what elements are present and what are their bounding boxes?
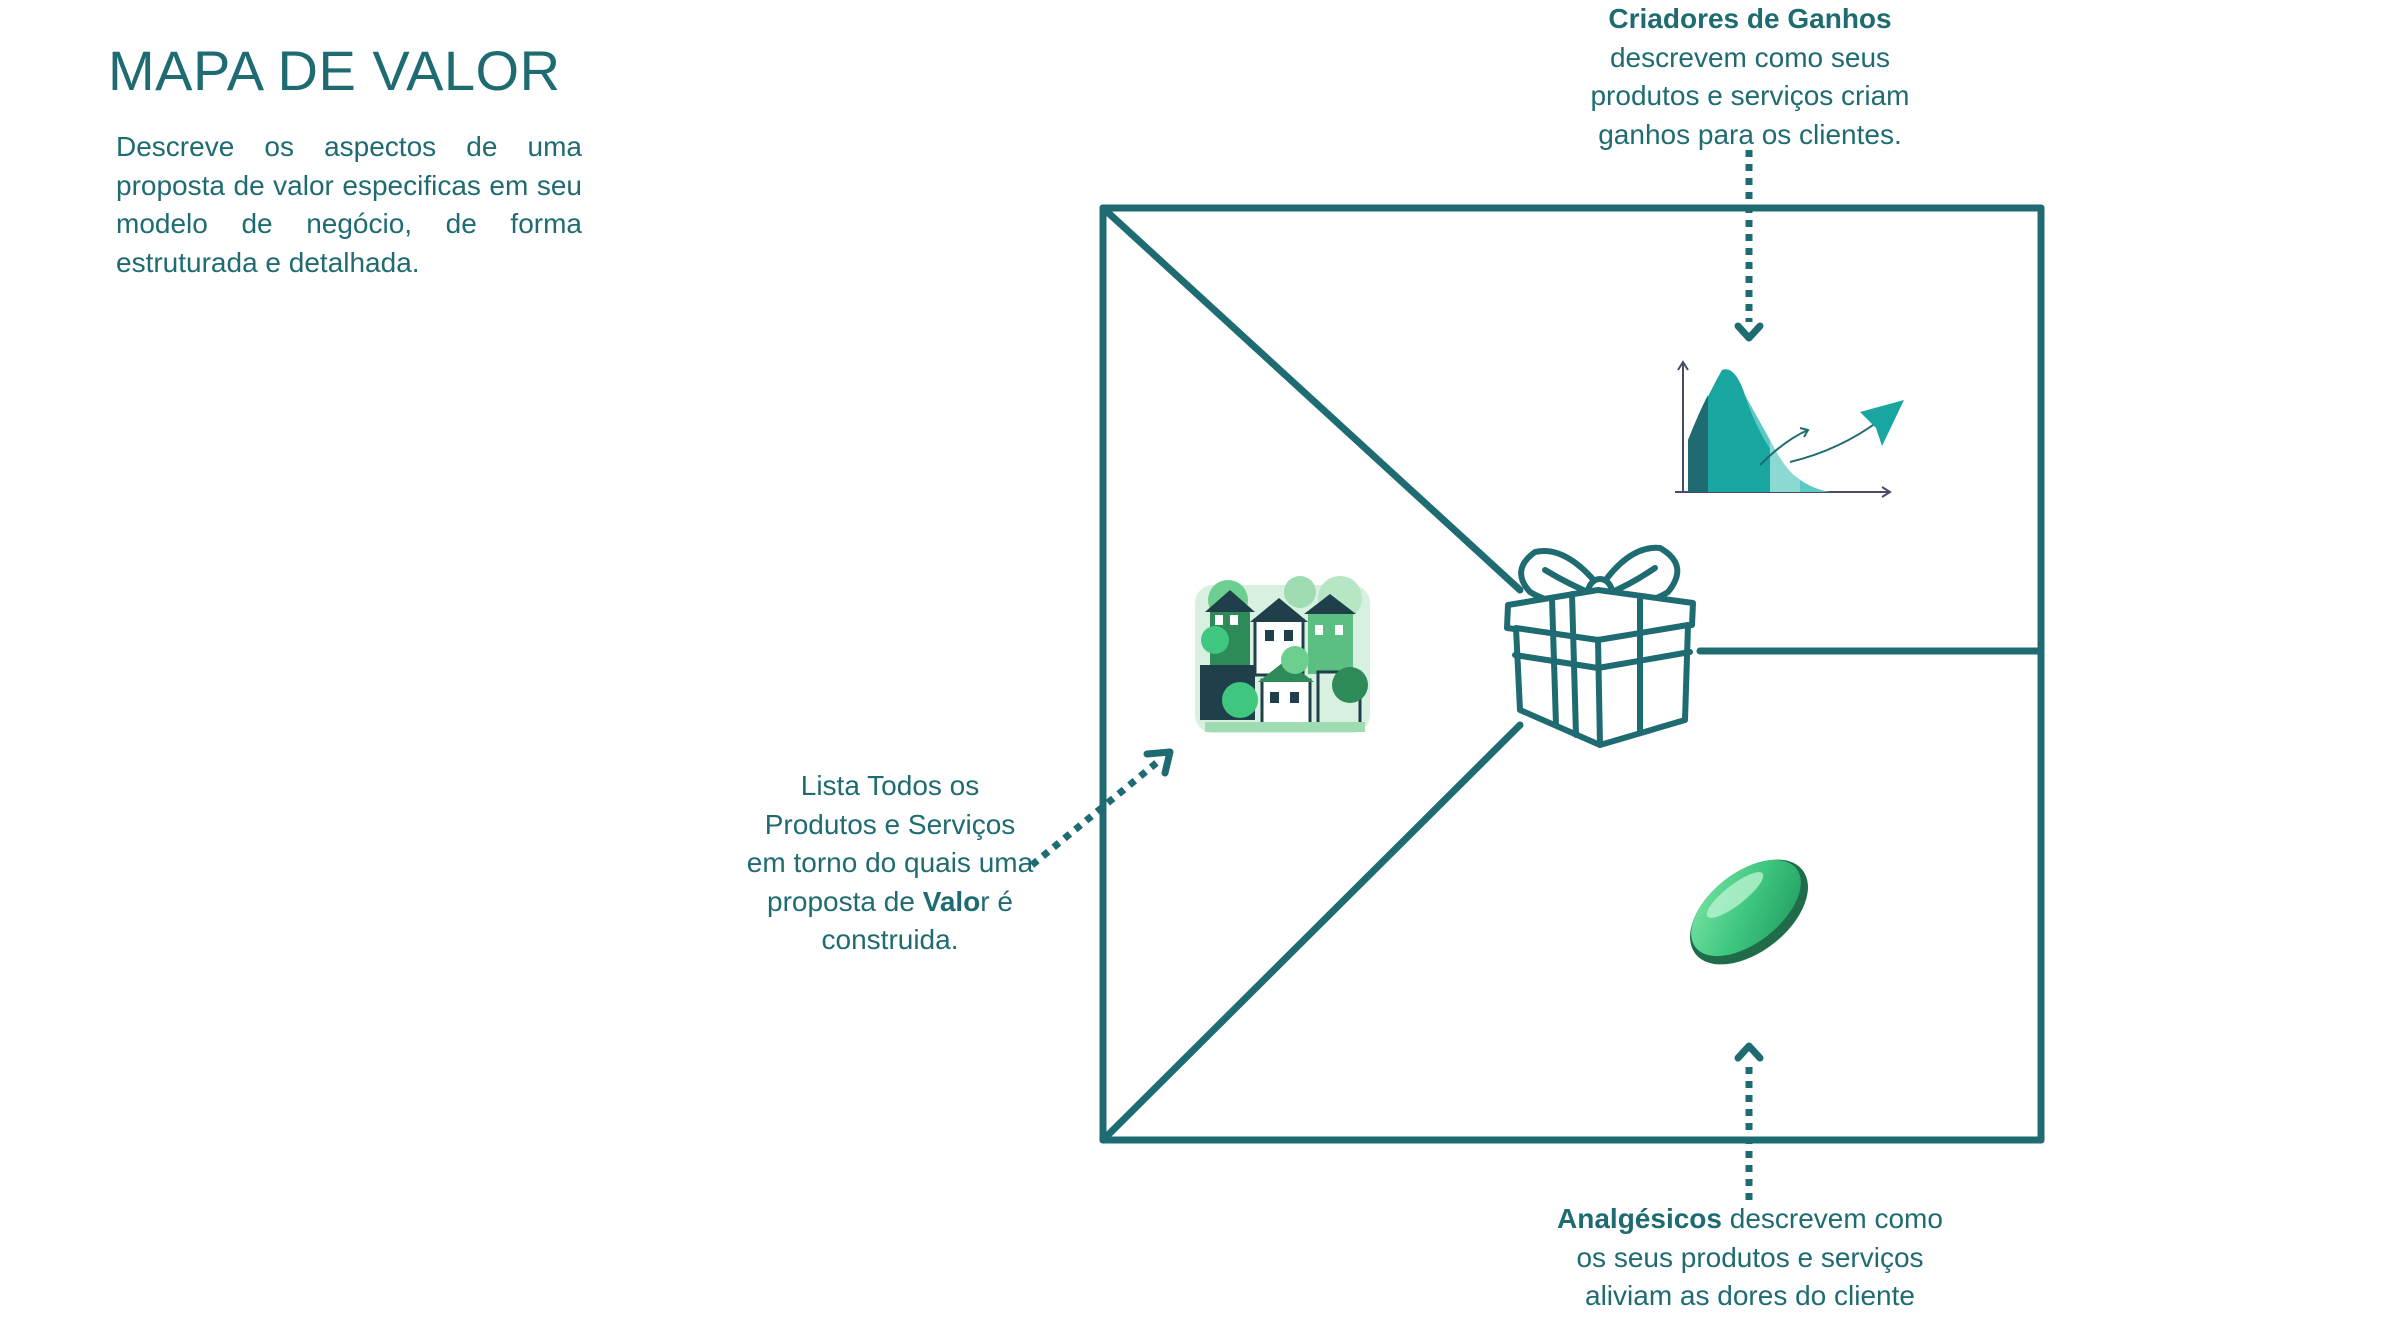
products-services-text: Lista Todos os Produtos e Serviços em to… — [746, 770, 1034, 917]
products-services-label: Lista Todos os Produtos e Serviços em to… — [745, 767, 1035, 960]
gain-creators-arrow — [1734, 150, 1764, 342]
gain-creators-heading: Criadores de Ganhos — [1608, 3, 1892, 34]
pain-relievers-text: descrevem como os seus produtos e serviç… — [1576, 1203, 1943, 1311]
town-icon — [1195, 576, 1370, 733]
gift-icon — [1504, 544, 1696, 748]
pill-icon — [1690, 859, 1808, 965]
page-title: MAPA DE VALOR — [108, 39, 561, 102]
pain-relievers-arrow — [1734, 1042, 1764, 1200]
products-services-text-end: r é construida. — [821, 885, 1013, 956]
value-map-frame — [1099, 204, 2045, 1144]
chart-icon — [1675, 360, 1904, 498]
gain-creators-text: descrevem como seus produtos e serviços … — [1590, 41, 1910, 150]
pain-relievers-label: Analgésicos descrevem como os seus produ… — [1545, 1200, 1955, 1316]
page-description: Descreve os aspectos de uma proposta de … — [116, 131, 582, 278]
products-services-arrow — [1029, 748, 1174, 868]
gain-creators-label: Criadores de Ganhos descrevem como seus … — [1560, 0, 1940, 154]
products-services-bold: Valo — [922, 885, 981, 917]
pain-relievers-heading: Analgésicos — [1557, 1203, 1722, 1234]
